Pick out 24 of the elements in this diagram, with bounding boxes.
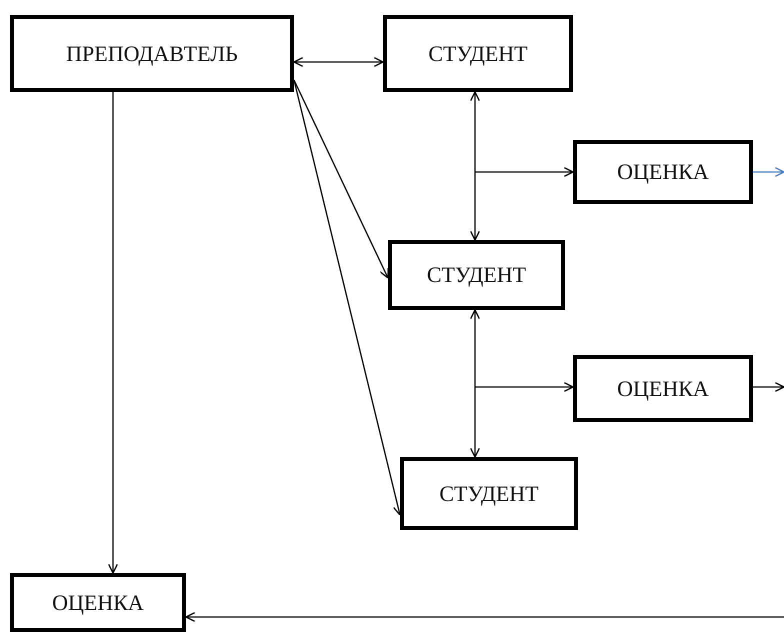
- arrow: [293, 56, 384, 68]
- arrow: [185, 612, 784, 622]
- process-box: [573, 355, 753, 422]
- process-box: [400, 457, 578, 530]
- process-box: [10, 15, 294, 92]
- process-box: [573, 140, 753, 204]
- box-label: СТУДЕНТ: [426, 262, 526, 288]
- arrow: [470, 309, 480, 458]
- arrow: [293, 80, 389, 279]
- arrow: [475, 166, 574, 178]
- arrow: [108, 92, 118, 574]
- arrow: [753, 382, 784, 392]
- process-box: [10, 573, 186, 632]
- box-label: ОЦЕНКА: [617, 376, 709, 402]
- process-box: [383, 15, 573, 92]
- arrow: [753, 166, 784, 178]
- box-label: СТУДЕНТ: [439, 480, 539, 506]
- arrow: [470, 91, 480, 241]
- box-label: СТУДЕНТ: [428, 40, 528, 66]
- box-label: ОЦЕНКА: [617, 159, 709, 185]
- box-label: ПРЕПОДАВТЕЛЬ: [66, 40, 238, 66]
- box-label: ОЦЕНКА: [52, 590, 144, 616]
- arrow: [475, 382, 574, 392]
- process-box: [388, 240, 565, 310]
